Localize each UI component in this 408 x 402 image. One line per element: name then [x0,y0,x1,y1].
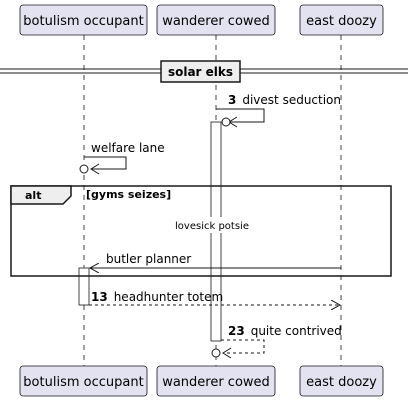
message-text: headhunter totem [114,290,223,304]
message-text: butler planner [106,252,191,266]
message-number: 23 [228,324,245,338]
participant-east-doozy-bottom: east doozy [299,365,384,397]
alt-keyword: alt [25,189,41,202]
message-number: 13 [91,290,108,304]
message-headhunter-totem: 13 headhunter totem [89,290,340,305]
participant-wanderer-cowed-bottom: wanderer cowed [156,365,276,397]
message-text: welfare lane [91,141,165,155]
message-butler-planner: butler planner [90,252,341,268]
participant-label: botulism occupant [23,375,143,390]
participant-label: botulism occupant [23,14,143,29]
participant-botulism-occupant-bottom: botulism occupant [19,365,148,397]
participant-botulism-occupant-top: botulism occupant [19,4,148,36]
note-text: lovesick potsie [175,221,249,232]
alt-group: alt [gyms seizes] [10,185,392,277]
activation-bar-botulism-occupant [78,267,90,306]
open-circle-icon [79,164,89,174]
alt-condition: [gyms seizes] [86,188,171,201]
participant-label: east doozy [306,375,377,390]
open-circle-icon [221,117,231,127]
message-number: 3 [228,93,236,107]
note-lovesick-potsie: lovesick potsie [171,217,265,233]
divider-solar-elks: solar elks [0,60,408,83]
participant-label: wanderer cowed [162,14,270,29]
divider-label: solar elks [168,65,233,79]
participant-label: east doozy [306,14,377,29]
message-welfare-lane: welfare lane [79,141,165,175]
open-circle-icon [211,348,221,358]
message-text: divest seduction [242,93,341,107]
participant-label: wanderer cowed [162,375,270,390]
message-quite-contrived: 23 quite contrived [211,324,342,359]
message-divest-seduction: 3 divest seduction [216,93,341,128]
message-text: quite contrived [251,324,342,338]
participant-wanderer-cowed-top: wanderer cowed [156,4,276,36]
participant-east-doozy-top: east doozy [299,4,384,36]
